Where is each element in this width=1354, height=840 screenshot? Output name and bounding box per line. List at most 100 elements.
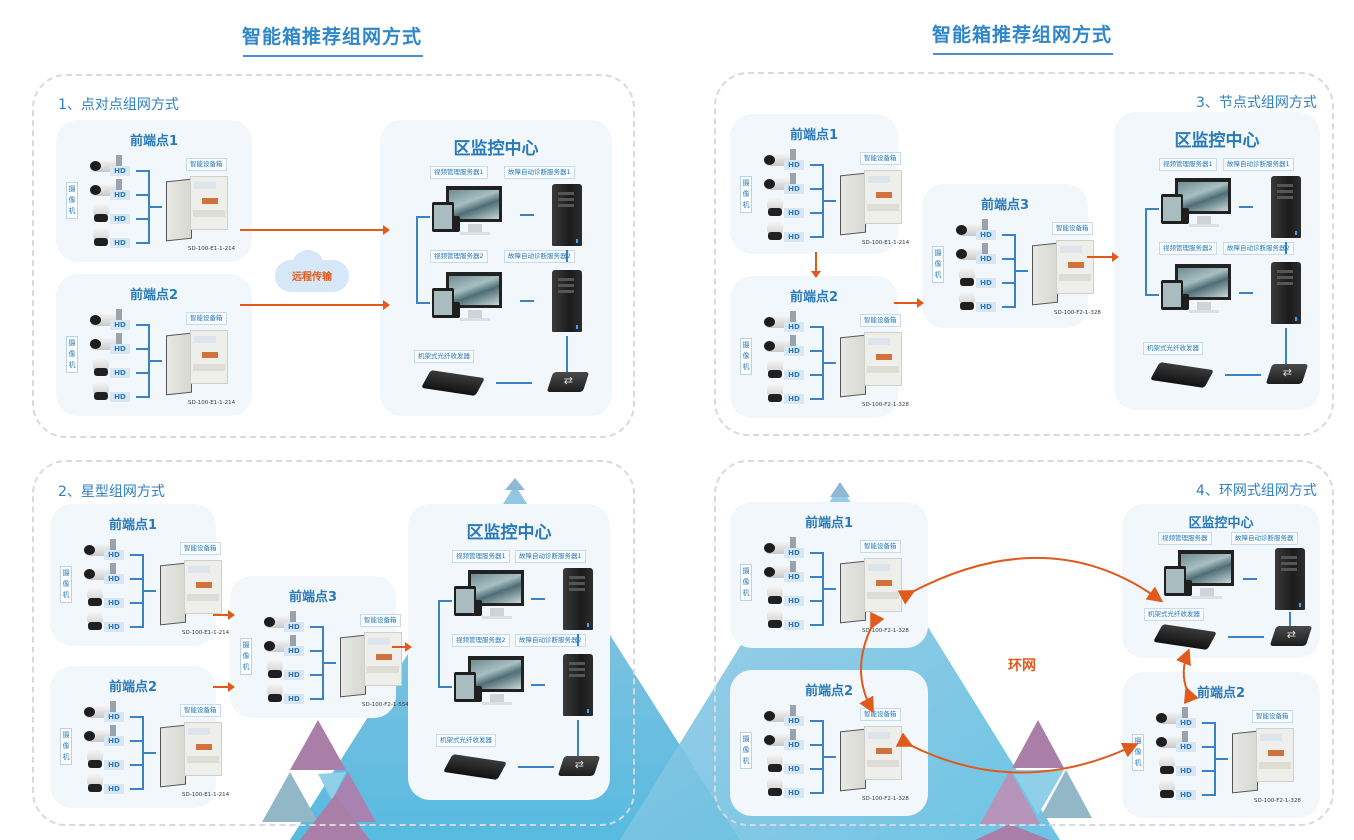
fiber-transceiver-label: 机架式光纤收发器 [1143,342,1203,355]
connector-line [520,214,534,216]
connector-line [142,590,156,592]
hd-badge: HD [284,622,304,632]
bullet-camera-icon: HD [764,311,808,334]
bullet-camera-icon: HD [84,563,128,586]
dome-camera-icon: HD [90,380,134,404]
connector-line [130,578,142,580]
hd-badge: HD [284,646,304,656]
connector-line [310,650,322,652]
hd-badge: HD [784,184,804,194]
dome-camera-icon: HD [84,610,128,634]
bullet-camera-icon: HD [84,725,128,748]
hd-badge: HD [784,620,804,630]
hd-badge: HD [784,346,804,356]
video-server-2-label: 视频管理服务器2 [452,634,510,647]
hd-badge: HD [1176,766,1196,776]
connector-line [136,348,148,350]
front-point-title: 前端点1 [108,518,158,533]
dome-camera-icon: HD [1156,778,1200,802]
smart-cabinet-icon [340,632,402,698]
hd-badge: HD [784,322,804,332]
server-tower-icon [563,654,593,716]
connector-line [136,242,148,244]
dome-camera-icon: HD [1156,754,1200,778]
connector-line [810,212,822,214]
camera-group-label: 摄像机 [66,182,78,219]
smart-box-label: 智能设备箱 [860,152,901,165]
smart-cabinet-icon [160,722,222,788]
dome-camera-icon: HD [84,772,128,796]
connector-line [438,686,452,688]
connector-line [1145,208,1147,296]
section-node [714,72,1334,436]
server-tower-icon [552,184,582,246]
diag-server-2-label: 故障自动诊断服务器2 [1223,242,1294,255]
smart-box-label: 智能设备箱 [186,312,227,325]
monitor-icon [1161,178,1233,234]
bullet-camera-icon: HD [764,705,808,728]
connector-line [1202,722,1214,724]
section-point-to-point [32,74,635,438]
connector-line [810,350,822,352]
connector-line [810,236,822,238]
connector-line [1202,746,1214,748]
connector-line [1002,306,1014,308]
connector-line [1002,282,1014,284]
connector-line [148,360,162,362]
hd-badge: HD [110,344,130,354]
connector-line [130,740,142,742]
title-underline-right [933,53,1113,55]
bg-triangle [300,795,370,840]
video-server-1-label: 视频管理服务器1 [1159,158,1217,171]
camera-group-label: 摄像机 [66,336,78,373]
bullet-camera-icon: HD [764,729,808,752]
front-point-title: 前端点2 [1196,686,1246,701]
video-server-1-label: 视频管理服务器1 [430,166,488,179]
camera-group-label: 摄像机 [60,728,72,765]
connector-line [1285,328,1287,368]
hd-badge: HD [110,166,130,176]
front-point-title: 前端点2 [129,288,179,303]
monitor-icon [432,186,504,242]
connector-line [810,720,822,722]
bullet-camera-icon: HD [764,561,808,584]
monitor-icon [454,656,526,712]
dome-camera-icon: HD [956,290,1000,314]
fiber-transceiver-icon [1150,362,1214,388]
hd-badge: HD [1176,742,1196,752]
smart-cabinet-icon [840,558,902,624]
dome-camera-icon: HD [264,658,308,682]
smart-cabinet-icon [840,726,902,792]
dome-camera-icon: HD [764,776,808,800]
connector-line [416,302,430,304]
connector-line [1202,794,1214,796]
hd-badge: HD [104,784,124,794]
hd-badge: HD [1176,718,1196,728]
connector-line [810,576,822,578]
connector-line [810,600,822,602]
server-tower-icon [563,568,593,630]
bg-triangle [290,720,346,770]
connector-line [1014,270,1028,272]
diag-server-1-label: 故障自动诊断服务器1 [515,550,586,563]
connector-line [1002,234,1014,236]
dome-camera-icon: HD [764,584,808,608]
dome-camera-icon: HD [90,356,134,380]
connector-line [822,588,836,590]
connector-line [142,752,156,754]
center-title: 区监控中心 [466,523,552,543]
bullet-camera-icon: HD [90,155,134,178]
hd-badge: HD [784,716,804,726]
hd-badge: HD [110,392,130,402]
connector-line [136,194,148,196]
server-tower-icon [1271,262,1301,324]
smart-cabinet-icon [1232,728,1294,794]
dome-camera-icon: HD [90,226,134,250]
video-server-2-label: 视频管理服务器2 [430,250,488,263]
center-title: 区监控中心 [453,139,539,159]
video-server-2-label: 视频管理服务器2 [1159,242,1217,255]
